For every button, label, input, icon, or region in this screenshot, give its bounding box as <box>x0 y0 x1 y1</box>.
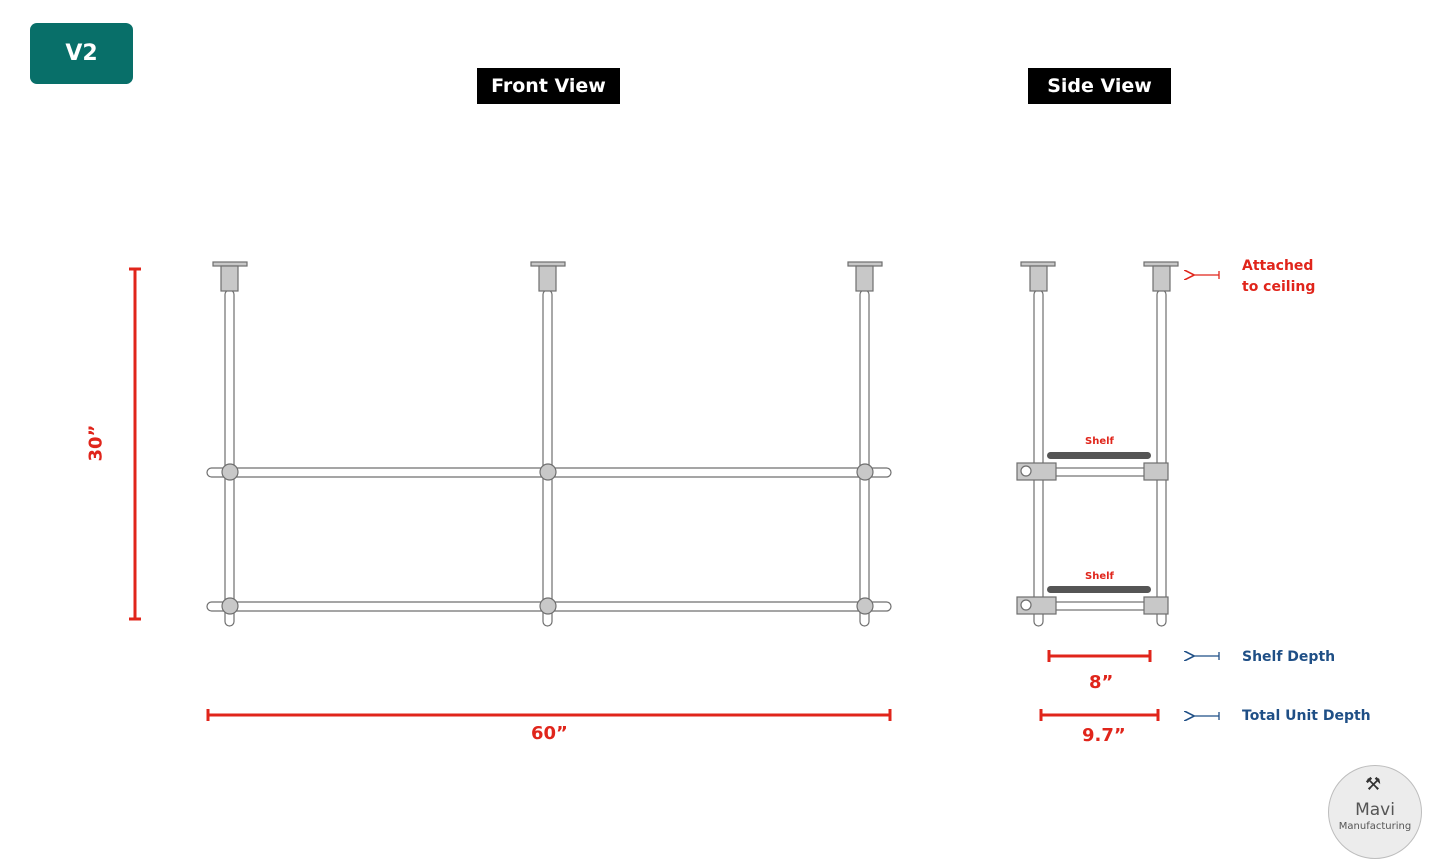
dimension-lines <box>129 267 1160 721</box>
front-view-drawing <box>206 261 892 627</box>
total-depth-annotation: Total Unit Depth <box>1242 708 1371 724</box>
shelf-label-lower: Shelf <box>1085 571 1114 582</box>
front-flange-middle <box>530 261 566 292</box>
logo-subtitle: Manufacturing <box>1338 821 1412 832</box>
total-depth-dimension-label: 9.7” <box>1082 725 1126 746</box>
side-flange-front <box>1020 261 1056 292</box>
shelf-depth-annotation: Shelf Depth <box>1242 649 1336 665</box>
front-flange-left <box>212 261 248 292</box>
shelf-board-upper <box>1047 452 1151 459</box>
ceiling-annotation-line1: Attached <box>1242 258 1314 274</box>
side-view-title: Side View <box>1028 68 1171 104</box>
front-post-middle <box>542 289 553 627</box>
side-flange-back <box>1143 261 1179 292</box>
side-fitting-holes <box>1020 465 1032 611</box>
ceiling-annotation-line2: to ceiling <box>1242 279 1316 295</box>
version-badge: V2 <box>30 23 133 84</box>
width-dimension-label: 60” <box>531 723 568 744</box>
front-post-right <box>859 289 870 627</box>
front-flange-right <box>847 261 883 292</box>
shelf-depth-dimension-label: 8” <box>1089 672 1114 693</box>
side-post-front <box>1033 289 1044 627</box>
side-view-drawing <box>1016 261 1179 627</box>
height-dimension-label: 30” <box>85 424 107 462</box>
front-post-left <box>224 289 235 627</box>
annotation-arrows <box>1193 271 1220 720</box>
shelf-board-lower <box>1047 586 1151 593</box>
front-fittings <box>221 463 874 615</box>
shelf-label-upper: Shelf <box>1085 436 1114 447</box>
mavi-logo: ⚒ Mavi Manufacturing <box>1328 765 1422 859</box>
ceiling-annotation: Attached to ceiling <box>1242 256 1315 298</box>
caliper-icon: ⚒ <box>1365 774 1382 795</box>
side-post-back <box>1156 289 1167 627</box>
logo-brand: Mavi <box>1355 800 1395 820</box>
front-view-title: Front View <box>477 68 620 104</box>
